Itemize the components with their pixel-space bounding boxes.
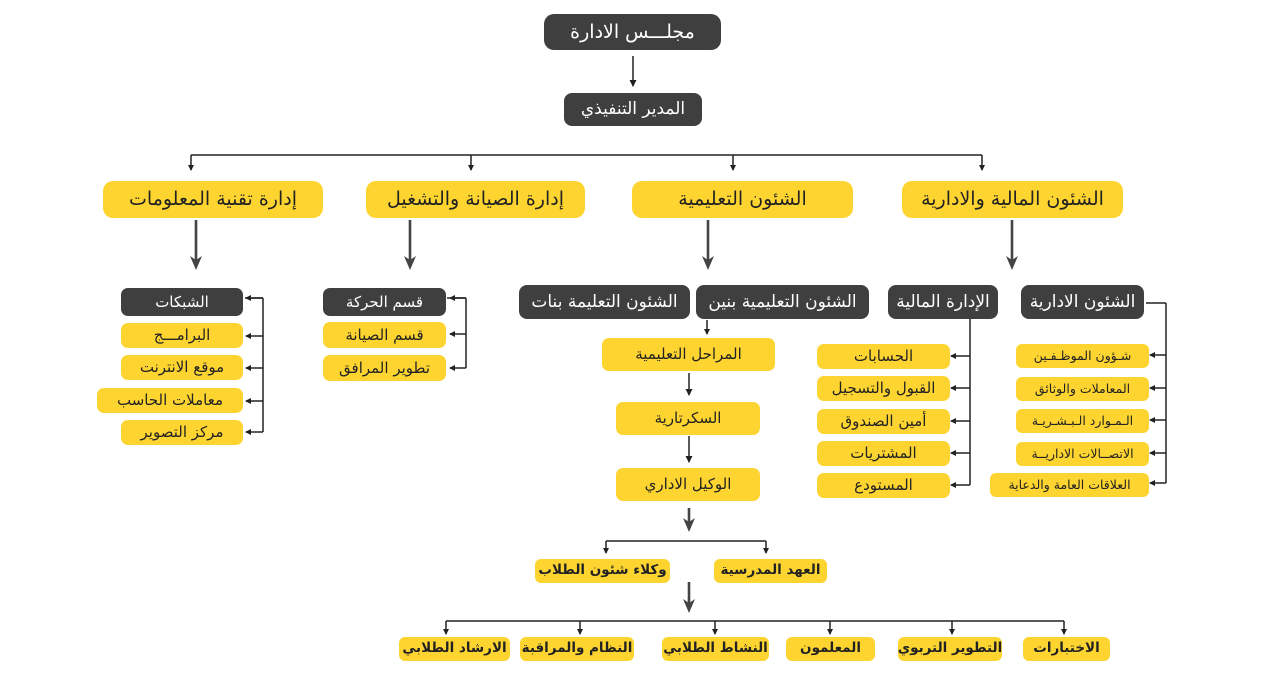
- admin-item: العلاقات العامة والدعاية: [990, 473, 1149, 497]
- it-item: معاملات الحاسب: [97, 388, 243, 413]
- edu-bottom-item: النشاط الطلابي: [662, 637, 769, 661]
- edu-stages-node: المراحل التعليمية: [602, 338, 775, 371]
- edu-bottom-item: المعلمون: [786, 637, 875, 661]
- dept-finance-admin: الشئون المالية والادارية: [902, 181, 1123, 218]
- edu-student-agents-node: وكلاء شئون الطلاب: [535, 559, 670, 583]
- it-item: البرامـــج: [121, 323, 243, 348]
- edu-secretariat-node: السكرتارية: [616, 402, 760, 435]
- edu-deputy-node: الوكيل الاداري: [616, 468, 760, 501]
- admin-item: المعاملات والوثائق: [1016, 377, 1149, 401]
- edu-girls-node: الشئون التعليمة بنات: [519, 285, 690, 319]
- admin-item: شـؤون الموظـفـين: [1016, 344, 1149, 368]
- finance-item: القبول والتسجيل: [817, 376, 950, 401]
- finance-item: الحسابات: [817, 344, 950, 369]
- ceo-node: المدير التنفيذي: [564, 93, 702, 126]
- finance-item: المشتريات: [817, 441, 950, 466]
- edu-bottom-item: الارشاد الطلابي: [399, 637, 510, 661]
- admin-item: الاتصــالات الاداريــة: [1016, 442, 1149, 466]
- admin-affairs-node: الشئون الادارية: [1021, 285, 1144, 319]
- dept-education: الشئون التعليمية: [632, 181, 853, 218]
- maint-item: قسم الصيانة: [323, 322, 446, 348]
- edu-bottom-item: النظام والمراقبة: [520, 637, 634, 661]
- finance-item: المستودع: [817, 473, 950, 498]
- edu-boys-node: الشئون التعليمية بنين: [696, 285, 869, 319]
- it-item: الشبكات: [121, 288, 243, 316]
- edu-custody-node: العهد المدرسية: [714, 559, 827, 583]
- maint-item: قسم الحركة: [323, 288, 446, 316]
- dept-maintenance: إدارة الصيانة والتشغيل: [366, 181, 585, 218]
- maint-item: تطوير المرافق: [323, 355, 446, 381]
- it-item: مركز التصوير: [121, 420, 243, 445]
- edu-bottom-item: التطوير التربوي: [898, 637, 1002, 661]
- admin-item: الـمـوارد الـبـشـريـة: [1016, 409, 1149, 433]
- finance-item: أمين الصندوق: [817, 409, 950, 434]
- board-node: مجلـــس الادارة: [544, 14, 721, 50]
- dept-it: إدارة تقنية المعلومات: [103, 181, 323, 218]
- edu-bottom-item: الاختبارات: [1023, 637, 1110, 661]
- financial-admin-node: الإدارة المالية: [888, 285, 998, 319]
- it-item: موقع الانترنت: [121, 355, 243, 380]
